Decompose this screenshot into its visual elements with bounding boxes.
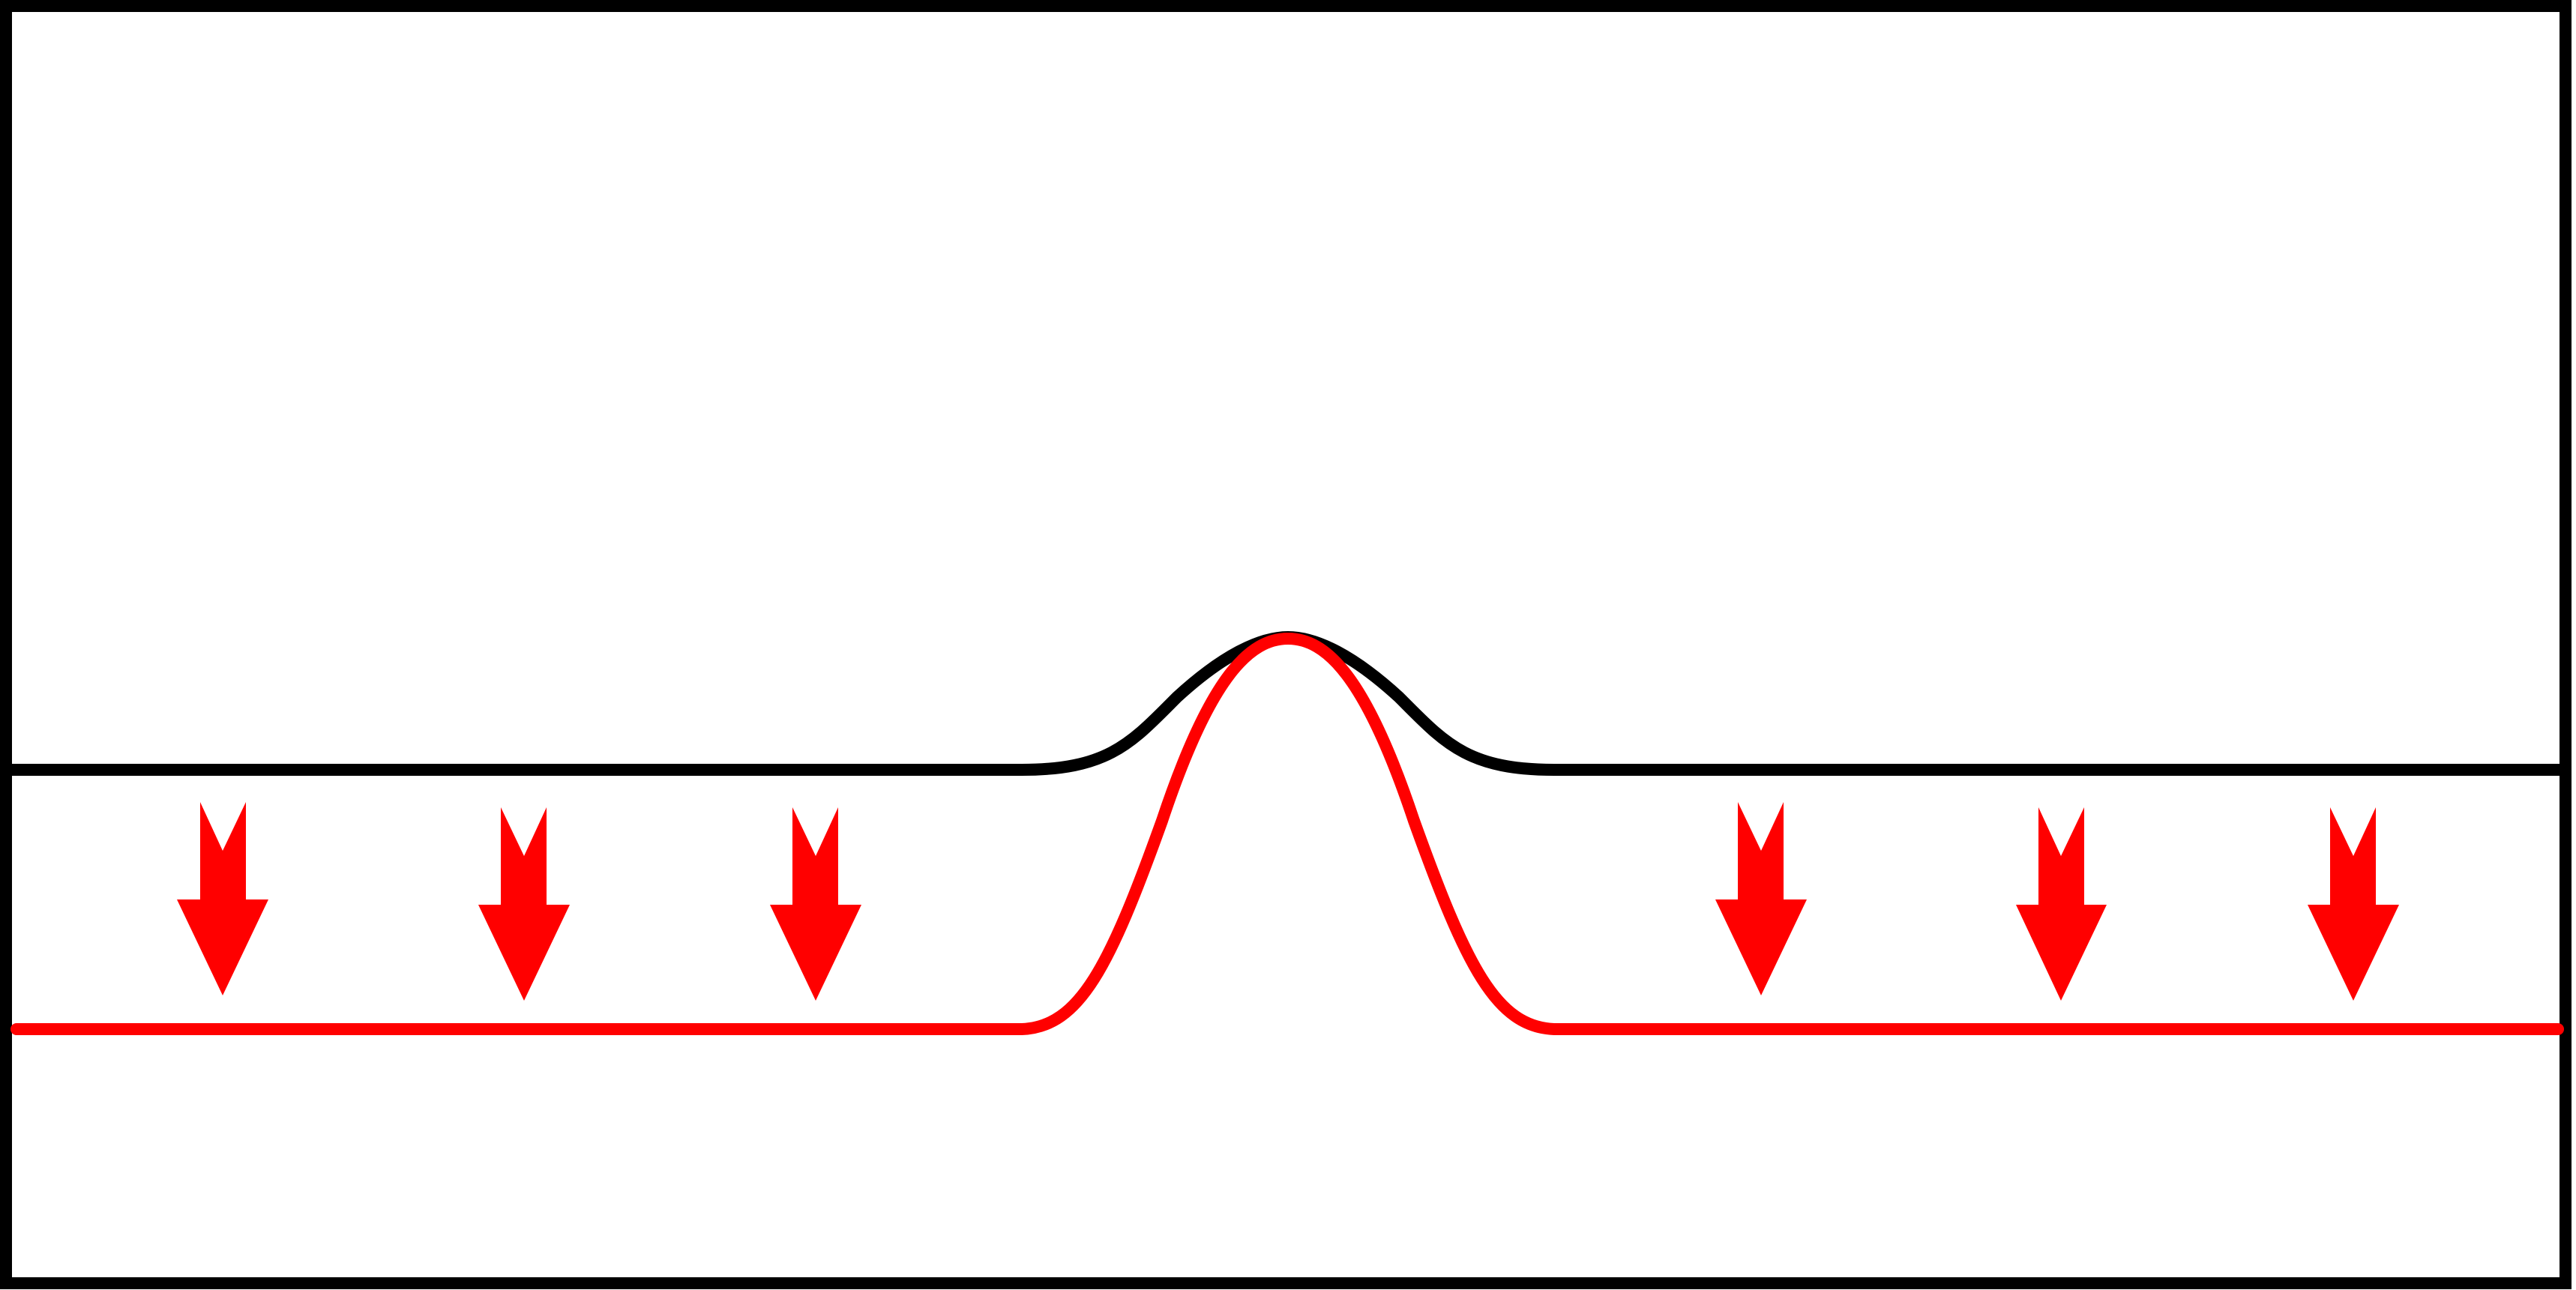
down-arrow-icon xyxy=(770,807,861,1001)
down-arrow-icon xyxy=(478,807,570,1001)
down-arrow-icon xyxy=(1715,802,1807,995)
arrow-group-right xyxy=(1715,802,2399,1001)
surface-line xyxy=(6,631,2572,776)
deformed-layer-line xyxy=(10,633,2564,1035)
arrow-group-left xyxy=(177,802,861,1001)
down-arrow-icon xyxy=(2016,807,2107,1001)
down-arrow-icon xyxy=(2308,807,2399,1001)
down-arrow-icon xyxy=(177,802,268,995)
